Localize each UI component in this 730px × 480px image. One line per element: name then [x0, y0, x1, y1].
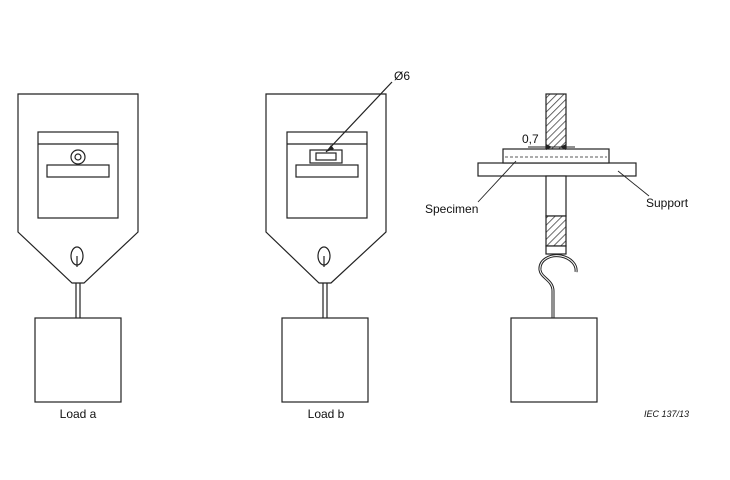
upper-rod-hatched — [545, 93, 567, 150]
holder-plate-b — [265, 93, 387, 284]
caption-load-b: Load b — [308, 407, 345, 421]
clamp-knob-outer-a — [70, 149, 86, 165]
s-hook-inner — [539, 255, 577, 318]
clamp-knob-inner-a — [74, 153, 82, 161]
dimension-leader-b — [325, 81, 393, 153]
support-plate — [477, 162, 637, 177]
panel-load-a — [17, 93, 139, 403]
weight-box-b — [281, 317, 369, 403]
s-hook — [538, 254, 578, 318]
holder-plate-a — [17, 93, 139, 284]
clamp-bar-a — [46, 164, 110, 178]
specimen-slot-b — [315, 152, 337, 161]
clamp-frame-b — [286, 131, 368, 219]
lower-rod — [545, 175, 567, 217]
panel-cross-section — [477, 93, 650, 403]
dimension-label-b: Ø6 — [394, 69, 410, 83]
clamp-bar-b — [295, 164, 359, 178]
dimension-label-c: 0,7 — [522, 132, 539, 146]
specimen-leader — [477, 160, 517, 203]
specimen-block-b — [309, 149, 343, 164]
lower-rod-hatched — [545, 215, 567, 247]
dimension-arrow-b — [326, 145, 334, 152]
support-leader — [617, 170, 650, 197]
lower-rod-tip — [545, 245, 567, 255]
specimen-label: Specimen — [425, 202, 478, 216]
dimension-arrow-c-right — [560, 144, 566, 150]
weight-box-c — [510, 317, 598, 403]
weight-box-a — [34, 317, 122, 403]
dimension-arrow-c-left — [546, 144, 552, 150]
reference-number: IEC 137/13 — [644, 409, 689, 419]
specimen-plate — [502, 148, 610, 164]
support-label: Support — [646, 196, 689, 210]
clamp-frame-a — [37, 131, 119, 219]
panel-load-b — [265, 81, 393, 403]
caption-load-a: Load a — [60, 407, 97, 421]
